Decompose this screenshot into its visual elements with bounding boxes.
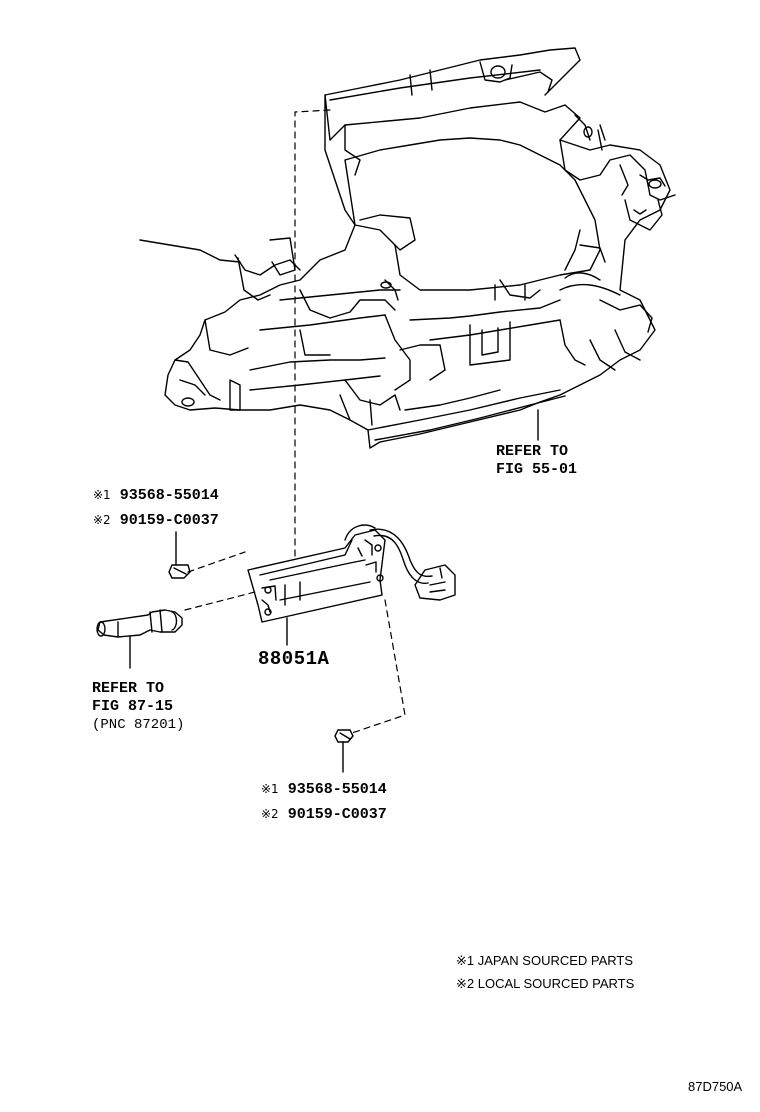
upper-bolt-part2: 90159-C0037 [119, 512, 219, 529]
sourcing-legend: ※1 JAPAN SOURCED PARTS ※2 LOCAL SOURCED … [456, 949, 634, 995]
lower-bolt-part1: 93568-55014 [287, 781, 387, 798]
dashboard-refer-label: REFER TO FIG 55-01 [496, 443, 577, 479]
upper-bolt-line2: ※2 90159-C0037 [93, 508, 219, 533]
lower-bolt-part2: 90159-C0037 [287, 806, 387, 823]
upper-bolt-drawing [168, 531, 191, 579]
legend-japan-sourced: ※1 JAPAN SOURCED PARTS [456, 953, 634, 968]
lower-bolt-mark1: ※1 [261, 782, 279, 796]
lower-bolt-line2: ※2 90159-C0037 [261, 802, 387, 827]
bracket-part-number: 88051A [258, 648, 330, 670]
upper-bolt-mark2: ※2 [93, 513, 111, 527]
switch-refer-line1: REFER TO [92, 680, 165, 697]
illustration-code: 87D750A [688, 1079, 743, 1094]
legend-local-sourced: ※2 LOCAL SOURCED PARTS [456, 976, 635, 991]
switch-lever-drawing [96, 609, 183, 669]
switch-refer-line2: FIG 87-15 [92, 698, 174, 715]
assembly-dashed-lines [184, 109, 406, 734]
bracket-unit-drawing [247, 524, 456, 646]
switch-refer-line3: (PNC 87201) [92, 717, 185, 733]
upper-bolt-mark1: ※1 [93, 488, 111, 502]
lower-bolt-mark2: ※2 [261, 807, 279, 821]
upper-bolt-line1: ※1 93568-55014 [93, 483, 219, 508]
lower-bolt-drawing [334, 729, 354, 773]
lower-bolt-line1: ※1 93568-55014 [261, 777, 387, 802]
lower-bolt-callout: ※1 93568-55014 ※2 90159-C0037 [261, 777, 387, 827]
dashboard-refer-line1: REFER TO [496, 443, 569, 460]
switch-refer-label: REFER TO FIG 87-15 (PNC 87201) [92, 680, 184, 734]
dashboard-refer-line2: FIG 55-01 [496, 461, 578, 478]
dashboard-reinforcement-drawing [139, 47, 676, 449]
upper-bolt-part1: 93568-55014 [119, 487, 219, 504]
upper-bolt-callout: ※1 93568-55014 ※2 90159-C0037 [93, 483, 219, 533]
